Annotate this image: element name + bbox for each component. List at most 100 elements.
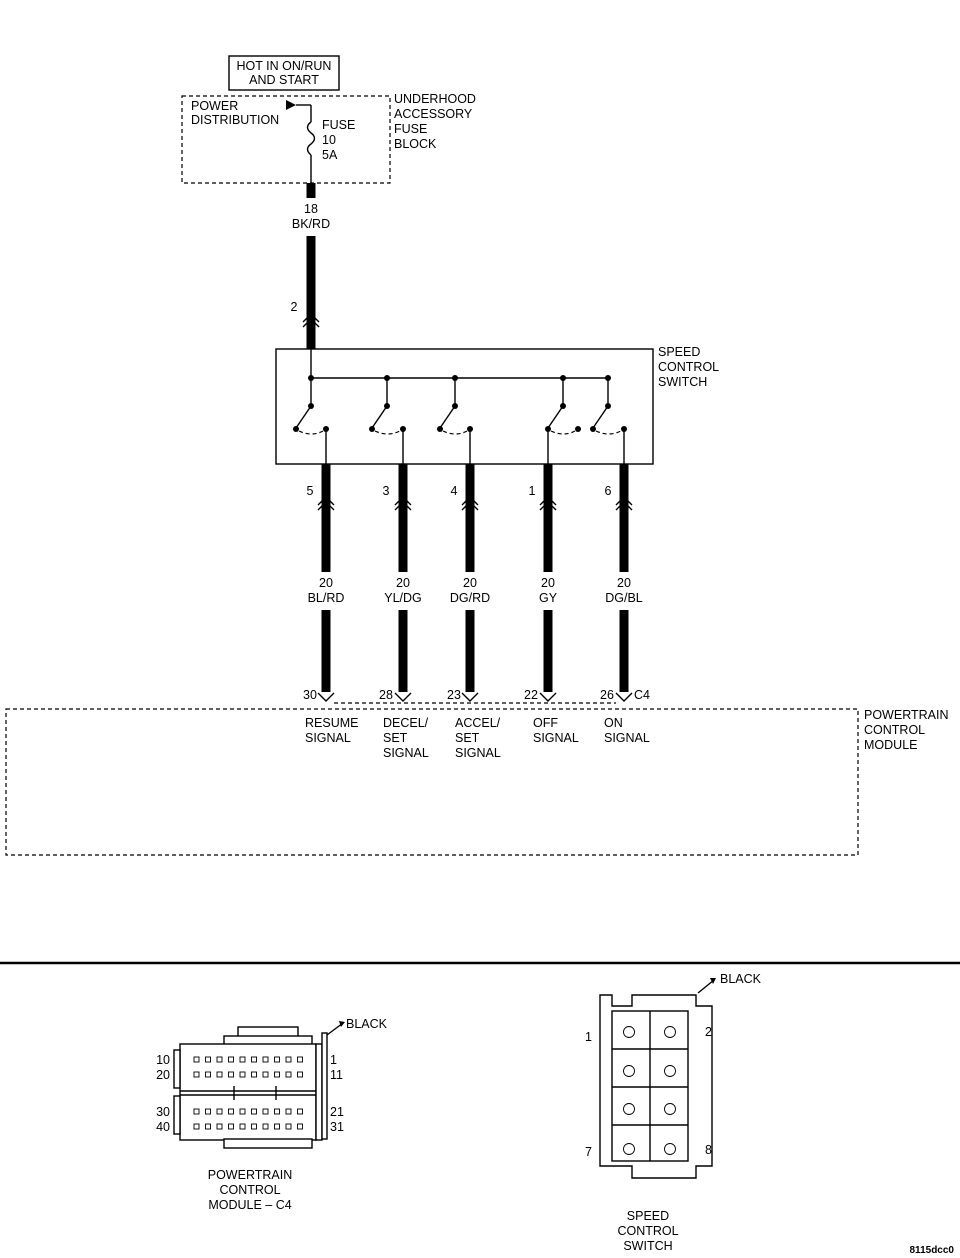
signal-accel-line-1: ACCEL/	[455, 716, 501, 730]
signal-resume-line-1: RESUME	[305, 716, 358, 730]
pcm-name-line-1: POWERTRAIN	[864, 708, 949, 722]
pcm-pin-cavity	[216, 1123, 223, 1130]
signal-decel-line-1: DECEL/	[383, 716, 429, 730]
speed-control-switch-box	[275, 348, 654, 465]
pcm-pin-cavity	[285, 1123, 292, 1130]
switch-contact-accel	[437, 375, 473, 435]
pcm-pin-cavity	[216, 1071, 223, 1078]
pcm-connector-caption-line-1: POWERTRAIN	[208, 1168, 293, 1182]
pcm-pin-cavity	[285, 1071, 292, 1078]
pcm-pin-cavity	[205, 1123, 211, 1130]
signal-accel-line-3: SIGNAL	[455, 746, 501, 760]
speed-control-switch-line-1: SPEED	[658, 345, 700, 359]
pcm-pin-cavity	[205, 1071, 211, 1078]
speed-control-switch-line-2: CONTROL	[658, 360, 719, 374]
wire-decel-pcm-pin: 28	[379, 688, 393, 702]
wire-on-pcm-pin: 26	[600, 688, 614, 702]
pcm-pin-cavity	[216, 1056, 223, 1063]
wire-accel-pcm-pin: 23	[447, 688, 461, 702]
pcm-pin-cavity	[297, 1108, 303, 1115]
wire-off-switch-pin: 1	[529, 484, 536, 498]
pcm-connector-caption-line-2: CONTROL	[219, 1183, 280, 1197]
wire-off-color: GY	[539, 591, 558, 605]
switch-pin-label-1: 1	[585, 1030, 592, 1044]
pcm-pin-cavity	[262, 1056, 269, 1063]
pcm-pin-cavity	[239, 1108, 246, 1115]
power-distribution-line-2: DISTRIBUTION	[191, 113, 279, 127]
pcm-pin-cavity	[274, 1123, 280, 1130]
pcm-pin-cavity	[274, 1071, 280, 1078]
figure-id: 8115dcc0	[910, 1245, 955, 1256]
pcm-pin-cavity	[251, 1108, 257, 1115]
wire-on-color: DG/BL	[605, 591, 643, 605]
feed-wire-gauge: 18	[304, 202, 318, 216]
pcm-pin-cavity	[216, 1108, 223, 1115]
pcm-c4-connector-view	[173, 1026, 328, 1149]
pcm-pin-cavity	[262, 1071, 269, 1078]
signal-on-line-2: SIGNAL	[604, 731, 650, 745]
fuse-block-outline	[181, 95, 391, 184]
wire-resume-gauge: 20	[319, 576, 333, 590]
pcm-pin-cavity	[274, 1056, 280, 1063]
pcm-pin-label-40: 40	[156, 1120, 170, 1134]
pcm-pin-cavity	[193, 1108, 200, 1115]
hot-label-line-2: AND START	[249, 73, 319, 87]
feed-wire-color: BK/RD	[292, 217, 330, 231]
wire-on: 6 20 DG/BL 26	[600, 464, 643, 702]
signal-decel-line-3: SIGNAL	[383, 746, 429, 760]
pcm-name-line-2: CONTROL	[864, 723, 925, 737]
switch-contact-on	[590, 375, 627, 435]
signal-accel-line-2: SET	[455, 731, 480, 745]
pcm-pin-label-31: 31	[330, 1120, 344, 1134]
pcm-pin-cavity	[239, 1056, 246, 1063]
pcm-pin-cavity	[239, 1071, 246, 1078]
fuse-block-name-line-3: FUSE	[394, 122, 427, 136]
fuse-number: 10	[322, 133, 336, 147]
wire-accel-switch-pin: 4	[451, 484, 458, 498]
pcm-pin-cavity	[251, 1123, 257, 1130]
connector-id: C4	[634, 688, 650, 702]
wire-resume: 5 20 BL/RD 30	[303, 464, 344, 702]
wire-resume-color: BL/RD	[308, 591, 345, 605]
wire-off-gauge: 20	[541, 576, 555, 590]
pcm-pin-cavity	[193, 1056, 200, 1063]
signal-decel-line-2: SET	[383, 731, 408, 745]
pcm-pin-label-20: 20	[156, 1068, 170, 1082]
pcm-pin-label-1: 1	[330, 1053, 337, 1067]
wire-accel: 4 20 DG/RD 23	[447, 464, 490, 702]
pcm-pin-cavity	[262, 1123, 269, 1130]
pcm-pin-label-10: 10	[156, 1053, 170, 1067]
pcm-pin-cavity	[228, 1056, 234, 1063]
switch-connector-caption-line-2: CONTROL	[617, 1224, 678, 1238]
pcm-pin-cavity	[205, 1108, 211, 1115]
fuse-block-name-line-1: UNDERHOOD	[394, 92, 476, 106]
switch-connector-caption-line-1: SPEED	[627, 1209, 669, 1223]
fuse-block-name-line-4: BLOCK	[394, 137, 437, 151]
hot-label-line-1: HOT IN ON/RUN	[237, 59, 332, 73]
pcm-pin-label-30: 30	[156, 1105, 170, 1119]
pcm-pin-cavity	[285, 1056, 292, 1063]
wire-decel: 3 20 YL/DG 28	[379, 464, 422, 702]
switch-pin-label-2: 2	[705, 1025, 712, 1039]
pcm-pin-cavity	[228, 1123, 234, 1130]
fuse-symbol	[286, 100, 316, 183]
pcm-pin-label-21: 21	[330, 1105, 344, 1119]
wire-decel-color: YL/DG	[384, 591, 422, 605]
switch-contact-resume	[293, 378, 329, 435]
pcm-pin-cavity	[285, 1108, 292, 1115]
switch-pin-label-7: 7	[585, 1145, 592, 1159]
pcm-pin-cavity	[274, 1108, 280, 1115]
pcm-pin-cavity	[228, 1071, 234, 1078]
pcm-pin-cavity	[297, 1123, 303, 1130]
wire-on-switch-pin: 6	[605, 484, 612, 498]
signal-off-line-1: OFF	[533, 716, 558, 730]
power-distribution-line-1: POWER	[191, 99, 238, 113]
speed-control-switch-line-3: SWITCH	[658, 375, 707, 389]
wire-resume-pcm-pin: 30	[303, 688, 317, 702]
signal-on-line-1: ON	[604, 716, 623, 730]
pcm-pin-cavity	[297, 1071, 303, 1078]
pcm-name-line-3: MODULE	[864, 738, 917, 752]
pcm-pin-cavity	[205, 1056, 211, 1063]
pcm-pin-cavity	[251, 1056, 257, 1063]
